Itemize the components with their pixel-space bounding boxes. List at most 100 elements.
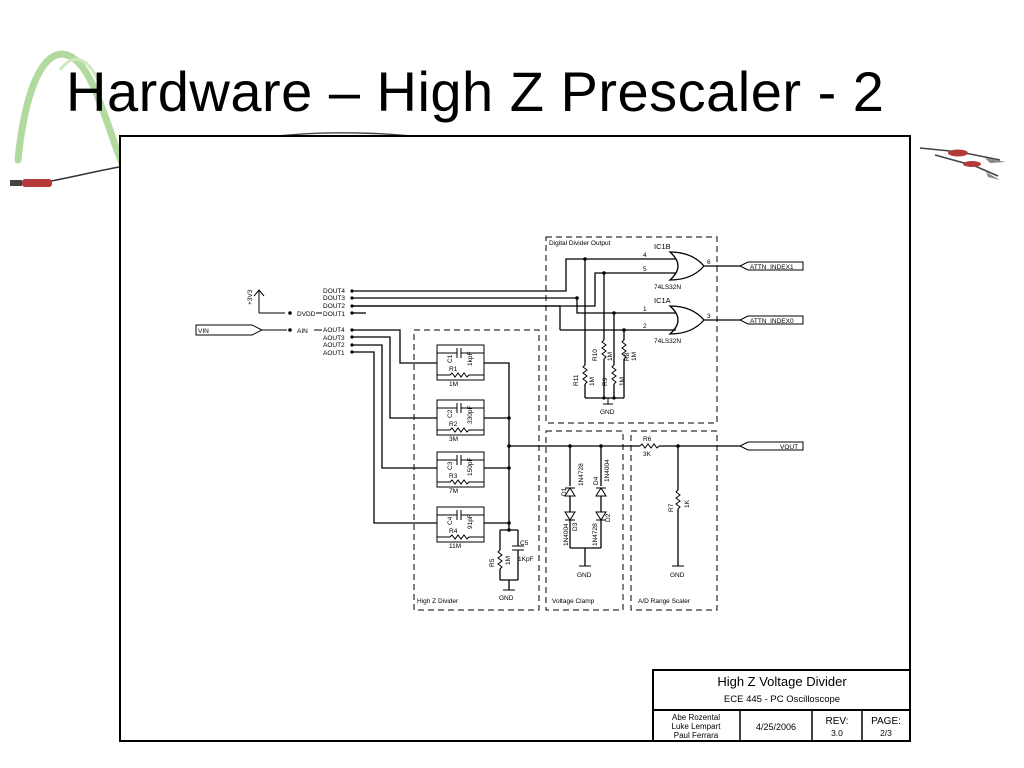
ic1b-pin4: 4 bbox=[643, 252, 647, 259]
slide-title: Hardware – High Z Prescaler - 2 bbox=[66, 60, 885, 123]
or-gate-ic1b bbox=[648, 251, 740, 281]
ic1a-part: 74LS32N bbox=[654, 338, 681, 345]
net-dout1: DOUT1 bbox=[323, 311, 345, 318]
r7-value: 1K bbox=[684, 499, 691, 508]
divider-stage-3 bbox=[436, 451, 485, 488]
d3-value: 1N4004 bbox=[563, 523, 570, 546]
highz-divider-label: High Z Divider bbox=[417, 598, 459, 605]
r2-value: 3M bbox=[449, 436, 458, 443]
c4-value: 91pF bbox=[467, 514, 474, 529]
net-attn1: ATTN_INDEX1 bbox=[750, 264, 794, 271]
r11-ref: R11 bbox=[573, 374, 580, 386]
power-arrow-icon bbox=[253, 289, 265, 313]
title-block-date: 4/25/2006 bbox=[756, 722, 796, 732]
c3-value: 150pF bbox=[467, 458, 474, 476]
d2-value: 1N4728 bbox=[592, 523, 599, 546]
gnd-highz: GND bbox=[499, 595, 514, 602]
ad-range-label: A/D Range Scaler bbox=[638, 598, 691, 605]
vout-port bbox=[738, 441, 804, 451]
net-dvdd: DVDD bbox=[297, 311, 316, 318]
digital-divider-label: Digital Divider Output bbox=[549, 240, 611, 247]
net-attn0: ATTN_INDEX0 bbox=[750, 318, 794, 325]
ad-range-box bbox=[630, 430, 718, 611]
schematic-frame bbox=[119, 135, 911, 742]
d3-ref: D3 bbox=[572, 522, 579, 531]
r1-value: 1M bbox=[449, 381, 458, 388]
r6-ref: R6 bbox=[643, 436, 652, 443]
r5-ref: R5 bbox=[489, 558, 496, 567]
net-vout: VOUT bbox=[780, 444, 798, 451]
c5-value: 1KpF bbox=[518, 556, 534, 563]
gnd-adrange: GND bbox=[670, 572, 685, 579]
net-vin: VIN bbox=[198, 328, 209, 335]
r3-ref: R3 bbox=[449, 473, 458, 480]
title-block bbox=[652, 669, 911, 742]
digital-divider-box bbox=[545, 236, 718, 424]
highz-divider-box bbox=[413, 329, 540, 611]
net-aout1: AOUT1 bbox=[323, 350, 345, 357]
title-block-rev: 3.0 bbox=[831, 728, 843, 738]
c1-ref: C1 bbox=[447, 354, 454, 363]
r8-value: 1M bbox=[631, 352, 638, 361]
r4-value: 11M bbox=[449, 543, 461, 550]
d2-ref: D2 bbox=[605, 513, 612, 522]
ic1a-pin2: 2 bbox=[643, 323, 647, 330]
c3-ref: C3 bbox=[447, 461, 454, 470]
title-block-rev-label: REV: bbox=[826, 716, 849, 727]
r8-ref: R8 bbox=[624, 352, 631, 361]
d4-value: 1N4004 bbox=[604, 459, 611, 482]
d1-value: 1N4728 bbox=[578, 463, 585, 486]
title-block-page-label: PAGE: bbox=[871, 716, 901, 727]
d1-ref: D1 bbox=[561, 487, 568, 496]
r7-ref: R7 bbox=[668, 503, 675, 512]
c4-ref: C4 bbox=[447, 516, 454, 525]
title-block-page: 2/3 bbox=[880, 728, 892, 738]
r9-value: 1M bbox=[619, 377, 626, 386]
net-ain: AIN bbox=[297, 328, 308, 335]
or-gate-ic1a bbox=[648, 305, 740, 335]
net-dout2: DOUT2 bbox=[323, 303, 345, 310]
attn1-port bbox=[738, 261, 804, 271]
r11-value: 1M bbox=[589, 377, 596, 386]
voltage-clamp-box bbox=[545, 430, 624, 611]
r10-value: 1M bbox=[607, 352, 614, 361]
alligator-clip-icon bbox=[919, 147, 1006, 180]
net-aout2: AOUT2 bbox=[323, 342, 345, 349]
r1-ref: R1 bbox=[449, 366, 458, 373]
c2-value: 330pF bbox=[467, 406, 474, 424]
d4-ref: D4 bbox=[593, 476, 600, 485]
ic1b-part: 74LS32N bbox=[654, 284, 681, 291]
gnd-digital: GND bbox=[600, 409, 615, 416]
ic1b-ref: IC1B bbox=[654, 242, 671, 251]
r6-value: 3K bbox=[643, 451, 652, 458]
ic1a-pin3: 3 bbox=[707, 313, 711, 320]
r10-ref: R10 bbox=[592, 349, 599, 361]
net-dout4: DOUT4 bbox=[323, 288, 345, 295]
ic1b-pin6: 6 bbox=[707, 259, 711, 266]
title-block-course: ECE 445 - PC Oscilloscope bbox=[724, 694, 840, 705]
power-label: +3V3 bbox=[247, 289, 254, 305]
net-dout3: DOUT3 bbox=[323, 295, 345, 302]
title-block-author-1: Abe Rozental bbox=[672, 713, 720, 722]
r9-ref: R9 bbox=[602, 377, 609, 386]
c1-value: 1kpF bbox=[467, 352, 474, 366]
r4-ref: R4 bbox=[449, 528, 458, 535]
ic1a-pin1: 1 bbox=[643, 306, 647, 313]
title-block-author-3: Paul Ferrara bbox=[674, 731, 719, 740]
divider-stage-4 bbox=[436, 506, 485, 543]
attn0-port bbox=[738, 315, 804, 325]
net-aout4: AOUT4 bbox=[323, 327, 345, 334]
net-aout3: AOUT3 bbox=[323, 335, 345, 342]
ic1b-pin5: 5 bbox=[643, 266, 647, 273]
title-block-title: High Z Voltage Divider bbox=[717, 674, 847, 689]
r3-value: 7M bbox=[449, 488, 458, 495]
gnd-clamp: GND bbox=[577, 572, 592, 579]
r2-ref: R2 bbox=[449, 421, 458, 428]
c5-ref: C5 bbox=[520, 540, 529, 547]
r5-value: 1M bbox=[505, 556, 512, 565]
ic1a-ref: IC1A bbox=[654, 296, 671, 305]
voltage-clamp-label: Voltage Clamp bbox=[552, 598, 595, 605]
title-block-author-2: Luke Lempart bbox=[672, 722, 722, 731]
c2-ref: C2 bbox=[447, 409, 454, 418]
